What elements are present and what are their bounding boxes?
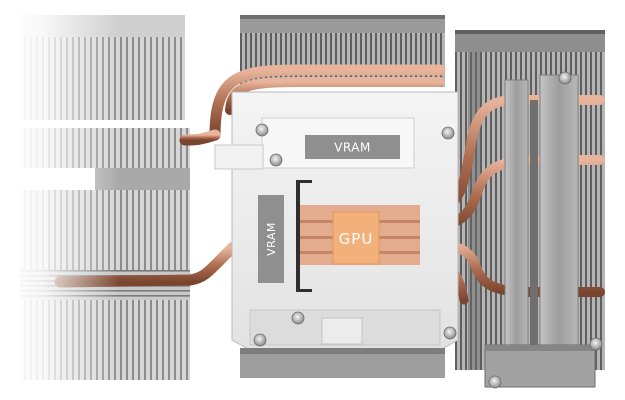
gpu-label: GPU — [339, 230, 374, 248]
vram-top-label: VRAM — [305, 135, 400, 159]
screw — [255, 123, 269, 137]
io-bracket — [484, 74, 596, 388]
screw — [441, 126, 455, 140]
screw — [253, 333, 267, 347]
screw — [589, 337, 603, 351]
screws — [253, 71, 603, 389]
svg-text:VRAM: VRAM — [265, 222, 278, 256]
screw — [291, 311, 305, 325]
screw — [269, 153, 283, 167]
vram-side-label: VRAM — [258, 195, 284, 283]
left-heatsink — [20, 15, 190, 380]
gpu-contact-block: GPU — [300, 205, 420, 265]
screw — [558, 71, 572, 85]
svg-text:VRAM: VRAM — [334, 141, 371, 155]
screw — [443, 326, 457, 340]
screw — [488, 375, 502, 389]
